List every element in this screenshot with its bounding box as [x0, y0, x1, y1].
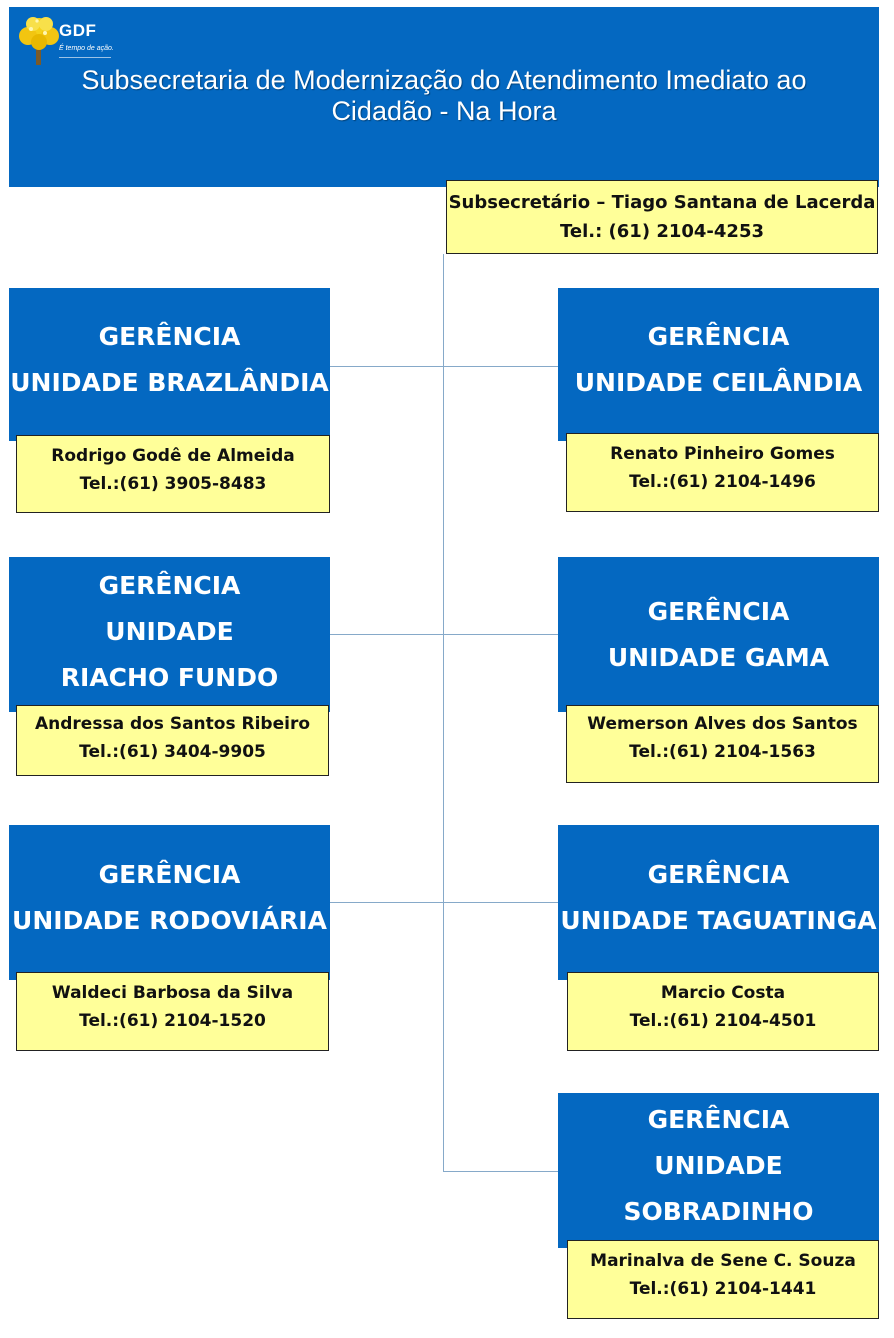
unit-line: GERÊNCIA [647, 596, 790, 626]
manager-name: Waldeci Barbosa da Silva [51, 983, 294, 1003]
unit-line: GERÊNCIA [647, 1104, 790, 1134]
unit-line: UNIDADE SOBRADINHO [623, 1150, 814, 1226]
logo-divider [59, 57, 111, 58]
connector-ceilandia [443, 366, 559, 367]
logo-tagline: É tempo de ação. [59, 45, 114, 52]
connector-brazlandia [330, 366, 444, 367]
manager-name: Andressa dos Santos Ribeiro [34, 714, 311, 734]
unit-line: UNIDADE BRAZLÂNDIA [10, 367, 329, 397]
manager-phone: Tel.:(61) 2104-1520 [79, 1011, 266, 1031]
manager-name: Rodrigo Godê de Almeida [51, 446, 295, 466]
unit-sobradinho: GERÊNCIA UNIDADE SOBRADINHO [558, 1093, 879, 1248]
connector-rodoviaria [330, 902, 444, 903]
unit-line: GERÊNCIA [647, 321, 790, 351]
unit-line: UNIDADE [105, 616, 234, 646]
subsecretary-name: Subsecretário – Tiago Santana de Lacerda [448, 192, 876, 213]
header-banner: GDF É tempo de ação. Subsecretaria de Mo… [9, 7, 879, 187]
unit-line: RIACHO FUNDO [60, 662, 279, 692]
tree-logo-icon [19, 17, 59, 65]
gdf-logo: GDF É tempo de ação. [17, 13, 117, 69]
manager-phone: Tel.:(61) 2104-1441 [629, 1279, 817, 1299]
subsecretary-box: Subsecretário – Tiago Santana de Lacerda… [446, 180, 878, 254]
connector-sobradinho [443, 1171, 559, 1172]
unit-ceilandia: GERÊNCIA UNIDADE CEILÂNDIA [558, 288, 879, 441]
manager-name: Renato Pinheiro Gomes [610, 444, 835, 464]
unit-line: GERÊNCIA [647, 859, 790, 889]
manager-name: Marcio Costa [660, 983, 786, 1003]
title-line-2: Cidadão - Na Hora [331, 96, 557, 126]
unit-line: UNIDADE GAMA [607, 642, 830, 672]
contact-sobradinho: Marinalva de Sene C. Souza Tel.:(61) 210… [567, 1240, 879, 1319]
unit-taguatinga: GERÊNCIA UNIDADE TAGUATINGA [558, 825, 879, 980]
connector-taguatinga [443, 902, 559, 903]
manager-phone: Tel.:(61) 2104-4501 [629, 1011, 817, 1031]
unit-rodoviaria: GERÊNCIA UNIDADE RODOVIÁRIA [9, 825, 330, 980]
manager-name: Marinalva de Sene C. Souza [590, 1251, 856, 1271]
page-title: Subsecretaria de Modernização do Atendim… [9, 65, 879, 127]
manager-phone: Tel.:(61) 3404-9905 [79, 742, 266, 762]
trunk-line [443, 254, 444, 1172]
subsecretary-phone: Tel.: (61) 2104-4253 [559, 221, 764, 242]
unit-line: GERÊNCIA [98, 321, 241, 351]
manager-phone: Tel.:(61) 2104-1496 [629, 472, 816, 492]
unit-line: GERÊNCIA [98, 570, 241, 600]
contact-ceilandia: Renato Pinheiro Gomes Tel.:(61) 2104-149… [566, 433, 879, 512]
manager-phone: Tel.:(61) 3905-8483 [79, 474, 267, 494]
unit-gama: GERÊNCIA UNIDADE GAMA [558, 557, 879, 712]
contact-taguatinga: Marcio Costa Tel.:(61) 2104-4501 [567, 972, 879, 1051]
unit-line: UNIDADE CEILÂNDIA [574, 367, 863, 397]
unit-riacho-fundo: GERÊNCIA UNIDADE RIACHO FUNDO [9, 557, 330, 712]
contact-brazlandia: Rodrigo Godê de Almeida Tel.:(61) 3905-8… [16, 435, 330, 513]
connector-riacho [330, 634, 444, 635]
unit-line: UNIDADE RODOVIÁRIA [12, 905, 327, 935]
contact-gama: Wemerson Alves dos Santos Tel.:(61) 2104… [566, 705, 879, 783]
connector-gama [443, 634, 559, 635]
logo-text: GDF [59, 21, 97, 40]
contact-riacho-fundo: Andressa dos Santos Ribeiro Tel.:(61) 34… [16, 705, 329, 776]
unit-line: UNIDADE TAGUATINGA [560, 905, 877, 935]
title-line-1: Subsecretaria de Modernização do Atendim… [81, 65, 807, 95]
contact-rodoviaria: Waldeci Barbosa da Silva Tel.:(61) 2104-… [16, 972, 329, 1051]
manager-phone: Tel.:(61) 2104-1563 [629, 742, 816, 762]
manager-name: Wemerson Alves dos Santos [587, 714, 858, 734]
unit-line: GERÊNCIA [98, 859, 241, 889]
unit-brazlandia: GERÊNCIA UNIDADE BRAZLÂNDIA [9, 288, 330, 441]
